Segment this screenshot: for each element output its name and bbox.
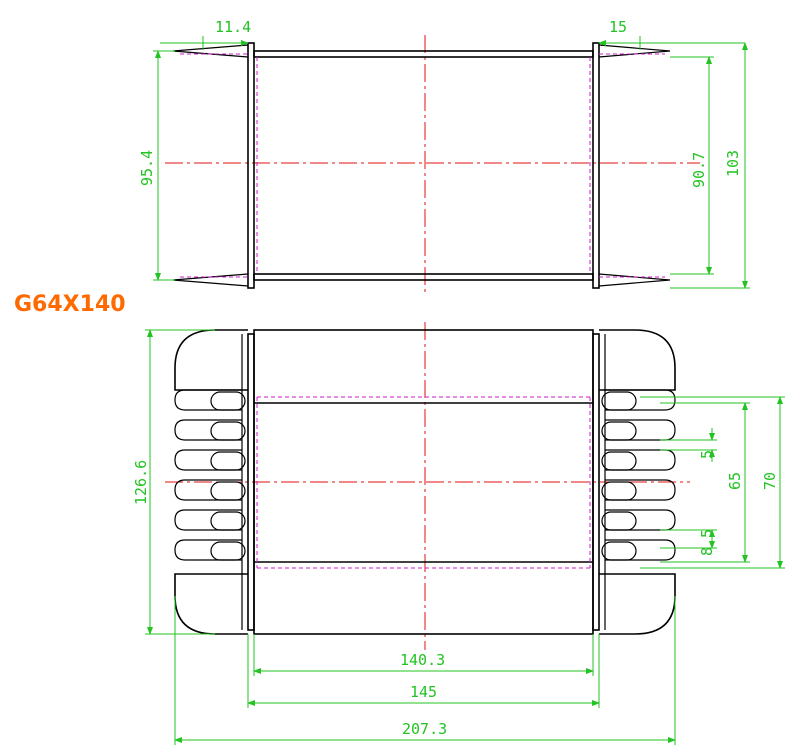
- dim-front-slot-pitch: 8.5: [660, 529, 717, 556]
- dim-label-65: 65: [726, 472, 744, 490]
- dim-top-left-height: 95.4: [138, 50, 175, 281]
- top-right-lower-pin: [598, 273, 671, 287]
- model-label: G64X140: [14, 292, 126, 317]
- front-right-flange-bottom: [599, 573, 676, 635]
- front-right-flange-top: [599, 329, 676, 391]
- dim-label-145: 145: [410, 683, 437, 701]
- dim-label-95-4: 95.4: [138, 150, 156, 186]
- top-right-flange-plate: [592, 42, 600, 289]
- dim-label-15: 15: [609, 18, 627, 36]
- dim-front-inner-height: 65: [660, 402, 750, 563]
- dim-top-left-flange: 11.4: [160, 18, 251, 50]
- dim-label-70: 70: [761, 472, 779, 490]
- dim-front-mid-length: 145: [247, 634, 600, 708]
- dim-label-140-3: 140.3: [400, 651, 445, 669]
- top-right-upper-pin: [598, 44, 671, 58]
- dim-label-207-3: 207.3: [402, 720, 447, 738]
- front-left-pin-slots: [174, 389, 246, 561]
- dim-front-inner-length: 140.3: [253, 634, 594, 676]
- dim-front-left-height: 126.6: [132, 329, 215, 635]
- dim-label-8-5: 8.5: [698, 529, 716, 556]
- dim-label-90-7: 90.7: [690, 152, 708, 188]
- top-lower-wall: [253, 273, 594, 281]
- top-left-flange-plate: [247, 42, 255, 289]
- top-upper-wall: [253, 50, 594, 58]
- dim-top-right-inner-height: 90.7: [670, 56, 714, 275]
- dim-front-overall-length: 207.3: [174, 596, 676, 745]
- dim-front-slot-gap: 5: [660, 428, 717, 462]
- dim-top-right-outer-height: 103: [670, 42, 750, 289]
- dim-front-outer-height: 70: [640, 396, 785, 569]
- dim-label-126-6: 126.6: [132, 460, 150, 505]
- front-left-flange-top: [174, 329, 248, 391]
- dim-top-right-flange: 15: [598, 18, 745, 50]
- front-body-outline: [253, 329, 594, 635]
- front-left-flange-bottom: [174, 573, 248, 635]
- top-left-lower-pin: [172, 273, 249, 287]
- dim-label-103: 103: [724, 150, 742, 177]
- dim-label-11-4: 11.4: [215, 18, 251, 36]
- front-right-pin-slots: [601, 389, 676, 561]
- top-left-upper-pin: [172, 44, 249, 58]
- dim-label-5: 5: [698, 450, 716, 459]
- top-view: 11.4 15 95.4 90.7 103: [138, 18, 750, 292]
- front-view: 126.6 5 8.5 65 70: [132, 322, 785, 745]
